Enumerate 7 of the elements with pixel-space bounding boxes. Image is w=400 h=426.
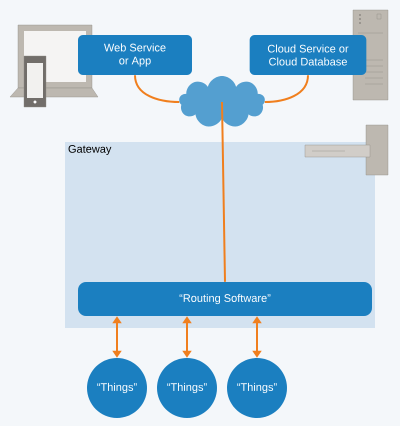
service-box: Cloud Service or Cloud Database bbox=[250, 35, 366, 75]
service-box: Web Service or App bbox=[78, 35, 192, 75]
connector-line bbox=[264, 75, 309, 103]
software-bar: “Routing Software” bbox=[78, 282, 372, 316]
connector-line bbox=[134, 75, 180, 103]
cloud-icon bbox=[179, 76, 265, 127]
connector-line bbox=[221, 102, 226, 282]
